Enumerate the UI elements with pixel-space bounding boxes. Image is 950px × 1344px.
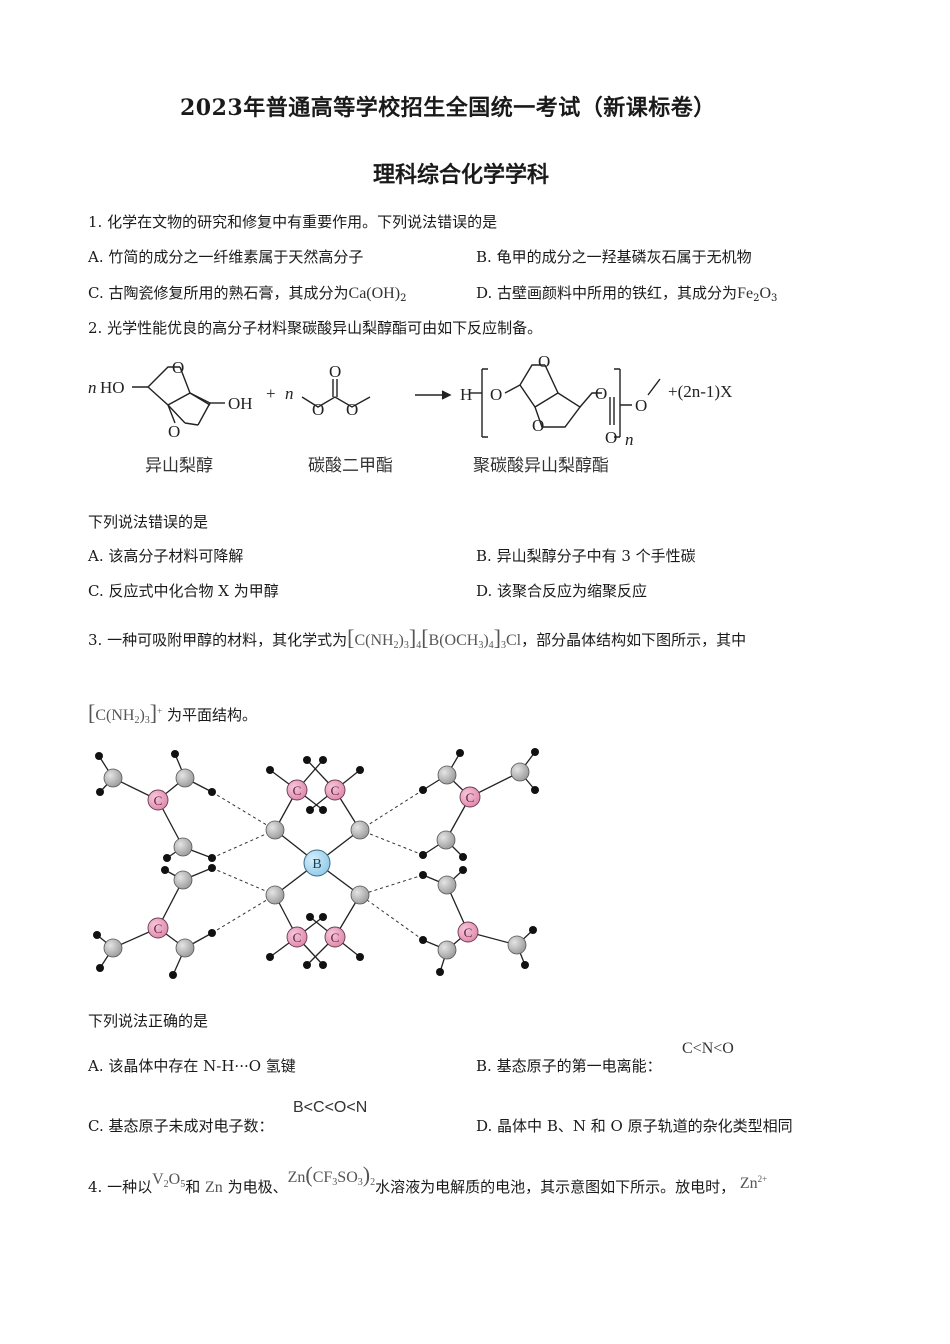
q3-prompt: 下列说法正确的是 (88, 1012, 209, 1030)
svg-text:C: C (154, 921, 163, 936)
exam-subtitle: 理科综合化学学科 (373, 162, 550, 188)
q1-option-b: B. 龟甲的成分之一羟基磷灰石属于无机物 (476, 248, 752, 266)
svg-text:O: O (538, 352, 550, 371)
carbon-atom (286, 926, 308, 948)
carbon-atom (459, 786, 481, 808)
svg-text:+: + (266, 384, 276, 403)
q3-option-b: B. 基态原子的第一电离能： (476, 1057, 662, 1075)
svg-text:H: H (460, 385, 472, 404)
svg-text:O: O (532, 416, 544, 435)
q3-option-c-formula: B<C<O<N (293, 1099, 368, 1116)
q3-option-d: D. 晶体中 B、N 和 O 原子轨道的杂化类型相同 (476, 1117, 793, 1135)
carbon-atom (147, 917, 169, 939)
svg-text:C: C (154, 793, 163, 808)
question-4-stem: 4. 一种以V2O5和 Zn 为电极、Zn(CF3SO3)2水溶液为电解质的电池… (88, 1162, 768, 1196)
polymer-label: 聚碳酸异山梨醇酯 (473, 456, 609, 475)
svg-text:n: n (285, 384, 294, 403)
svg-text:O: O (595, 384, 607, 403)
dmc-label: 碳酸二甲酯 (308, 456, 393, 475)
svg-text:C: C (293, 783, 302, 798)
q2-option-c: C. 反应式中化合物 X 为甲醇 (88, 582, 279, 600)
svg-text:C: C (293, 930, 302, 945)
q1-option-c: C. 古陶瓷修复所用的熟石膏，其成分为Ca(OH)2 (88, 284, 407, 304)
q2-option-a: A. 该高分子材料可降解 (88, 547, 244, 565)
zn-triflate-formula: Zn(CF3SO3)2 (287, 1162, 376, 1188)
q3-option-b-formula: C<N<O (682, 1040, 734, 1057)
coef-n-1: n (88, 378, 97, 397)
svg-text:O: O (346, 400, 358, 419)
zn-formula: Zn (205, 1179, 223, 1196)
svg-text:HO: HO (100, 378, 125, 397)
svg-text:C: C (464, 925, 473, 940)
svg-text:C: C (331, 783, 340, 798)
svg-text:n: n (625, 430, 634, 449)
svg-text:O: O (490, 385, 502, 404)
q1-option-a: A. 竹简的成分之一纤维素属于天然高分子 (88, 248, 364, 266)
q3-formula: [C(NH2)3]4[B(OCH3)4]3Cl (347, 625, 522, 651)
carbon-atom (147, 789, 169, 811)
svg-text:C: C (331, 930, 340, 945)
q3-ion-line: [C(NH2)3]+ 为平面结构。 (88, 700, 257, 726)
q1-option-d: D. 古壁画颜料中所用的铁红，其成分为Fe2O3 (476, 284, 778, 304)
svg-text:O: O (635, 396, 647, 415)
q3-option-c: C. 基态原子未成对电子数： (88, 1117, 274, 1135)
question-2-stem: 2. 光学性能优良的高分子材料聚碳酸异山梨醇酯可由如下反应制备。 (88, 319, 543, 337)
svg-text:O: O (312, 400, 324, 419)
svg-text:OH: OH (228, 394, 253, 413)
q2-option-d: D. 该聚合反应为缩聚反应 (476, 582, 648, 600)
reaction-scheme: n HO O O OH + n O O O H O O O O O O n +(… (88, 352, 732, 475)
exam-title: 2023年普通高等学校招生全国统一考试（新课标卷） (180, 95, 716, 121)
svg-text:B: B (312, 857, 321, 872)
svg-text:O: O (168, 422, 180, 441)
boron-atom (303, 849, 331, 877)
q2-prompt: 下列说法错误的是 (88, 513, 209, 531)
carbon-atom (286, 779, 308, 801)
isosorbide-label: 异山梨醇 (145, 456, 213, 475)
svg-text:O: O (329, 362, 341, 381)
q3-ion-formula: [C(NH2)3]+ (88, 700, 163, 726)
q2-option-b: B. 异山梨醇分子中有 3 个手性碳 (476, 547, 696, 565)
question-3-stem: 3. 一种可吸附甲醇的材料，其化学式为[C(NH2)3]4[B(OCH3)4]3… (88, 625, 747, 651)
q3-option-a: A. 该晶体中存在 N-H···O 氢键 (88, 1057, 296, 1075)
svg-text:O: O (172, 358, 184, 377)
zn-ion-formula: Zn2+ (739, 1174, 768, 1192)
v2o5-formula: V2O5 (152, 1171, 186, 1190)
carbon-atom (457, 921, 479, 943)
svg-text:C: C (466, 790, 475, 805)
carbon-atom (324, 779, 346, 801)
svg-text:O: O (605, 428, 617, 447)
carbon-atom (324, 926, 346, 948)
svg-text:+(2n-1)X: +(2n-1)X (668, 382, 732, 401)
crystal-structure-figure: C C C C C C C C B (93, 748, 539, 979)
question-1-stem: 1. 化学在文物的研究和修复中有重要作用。下列说法错误的是 (88, 213, 498, 231)
